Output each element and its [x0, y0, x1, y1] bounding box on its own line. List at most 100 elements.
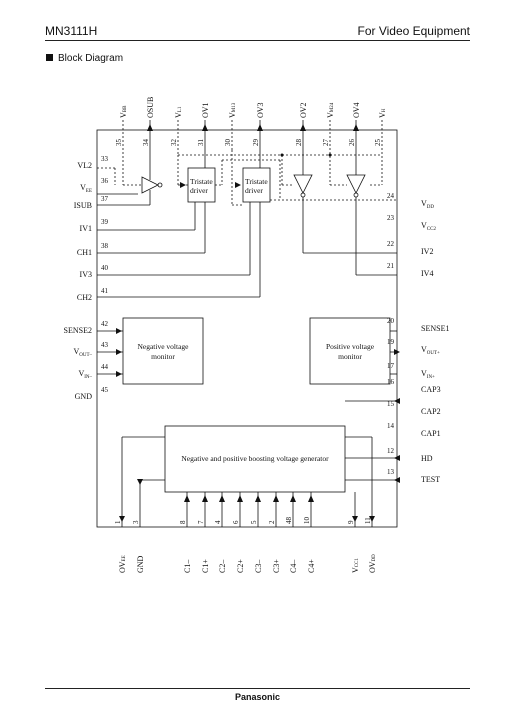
- pin-top-32-label: VL1: [174, 106, 183, 118]
- pin-right-15-label: CAP2: [421, 407, 441, 416]
- section-title: Block Diagram: [58, 53, 124, 64]
- pin-right-23-label: VCC2: [421, 221, 436, 232]
- neg-monitor-line2: monitor: [151, 352, 175, 361]
- pin-left-36-number: 36: [101, 177, 109, 185]
- pin-right-22-number: 22: [387, 240, 395, 248]
- pin-right-21-number: 21: [387, 262, 395, 270]
- document-category: For Video Equipment: [357, 24, 470, 38]
- pin-bottom-7-number: 7: [197, 520, 205, 524]
- pin-bottom-11-number: 11: [364, 517, 372, 524]
- pin-bottom-10-number: 10: [303, 517, 311, 525]
- pin-right-15-number: 15: [387, 400, 395, 408]
- pin-right-21-label: IV4: [421, 269, 433, 278]
- pin-bottom-48-number: 48: [285, 517, 293, 525]
- pin-top-27-label: VM24: [326, 102, 335, 118]
- pin-left-36-label: VEE: [80, 183, 92, 194]
- pin-right-12-label: HD: [421, 454, 433, 463]
- pin-bottom-1-label: OVEE: [118, 555, 127, 573]
- footer-rule: [45, 688, 470, 689]
- pin-top-30-label: VM13: [228, 102, 237, 118]
- pin-top-32-number: 32: [170, 139, 178, 147]
- pin-left-45-number: 45: [101, 386, 109, 394]
- pin-left-37-number: 37: [101, 195, 109, 203]
- pin-right-24-number: 24: [387, 192, 395, 200]
- pin-top-30-number: 30: [224, 139, 232, 147]
- tristate1-line2: driver: [190, 186, 208, 195]
- section-heading: Block Diagram: [46, 53, 123, 64]
- pin-bottom-6-number: 6: [232, 520, 240, 524]
- pin-top-31-label: OV1: [201, 102, 210, 118]
- pin-left-40-label: IV3: [80, 270, 92, 279]
- pin-right-24-label: VDD: [421, 199, 434, 210]
- tristate2-line1: Tristate: [245, 177, 268, 186]
- pin-bottom-10-label: C4+: [307, 559, 316, 573]
- pin-top-28-number: 28: [295, 139, 303, 147]
- pin-top-29-label: OV3: [256, 102, 265, 118]
- neg-monitor-line1: Negative voltage: [137, 342, 189, 351]
- pin-top-26-number: 26: [348, 139, 356, 147]
- pin-right-14-label: CAP1: [421, 429, 441, 438]
- pin-left-37-label: ISUB: [74, 201, 92, 210]
- pin-right-20-number: 20: [387, 317, 395, 325]
- pin-left-42-number: 42: [101, 320, 109, 328]
- pos-monitor-line1: Positive voltage: [326, 342, 375, 351]
- pin-bottom-48-label: C4–: [289, 559, 298, 573]
- generator-label: Negative and positive boosting voltage g…: [181, 454, 329, 463]
- pin-top-35-number: 35: [115, 139, 123, 147]
- pin-bottom-3-label: GND: [136, 555, 145, 573]
- pin-top-34-label: OSUB: [146, 97, 155, 118]
- buffer-vee: [141, 176, 159, 194]
- pin-bottom-6-label: C2+: [236, 559, 245, 573]
- pin-top-25-number: 25: [374, 139, 382, 147]
- footer-brand: Panasonic: [234, 692, 281, 702]
- chip-outline: [96, 129, 398, 528]
- pin-bottom-5-label: C3–: [254, 559, 263, 573]
- pin-left-38-number: 38: [101, 242, 109, 250]
- pin-left-39-label: IV1: [80, 224, 92, 233]
- pin-left-42-label: SENSE2: [64, 326, 92, 335]
- pin-bottom-2-number: 2: [268, 520, 276, 524]
- pin-bottom-2-label: C3+: [272, 559, 281, 573]
- pin-bottom-4-number: 4: [214, 520, 222, 524]
- pin-bottom-8-label: C1–: [183, 559, 192, 573]
- pin-top-28-label: OV2: [299, 102, 308, 118]
- header-rule: [45, 40, 470, 41]
- pin-right-20-label: SENSE1: [421, 324, 449, 333]
- pin-bottom-4-label: C2–: [218, 559, 227, 573]
- pin-left-41-label: CH2: [77, 293, 92, 302]
- pin-left-33-label: VL2: [77, 161, 92, 170]
- pin-bottom-7-label: C1+: [201, 559, 210, 573]
- pin-left-38-label: CH1: [77, 248, 92, 257]
- part-number: MN3111H: [45, 24, 98, 38]
- pin-bottom-5-number: 5: [250, 520, 258, 524]
- positive-monitor-box: [309, 317, 391, 385]
- pin-left-44-number: 44: [101, 363, 109, 371]
- pin-bottom-9-label: VCC1: [351, 558, 360, 573]
- pin-bottom-9-number: 9: [347, 520, 355, 524]
- pin-right-13-label: TEST: [421, 475, 440, 484]
- pin-left-43-number: 43: [101, 341, 109, 349]
- tristate2-line2: driver: [245, 186, 263, 195]
- pin-left-44-label: VIN–: [78, 369, 92, 380]
- pin-bottom-3-number: 3: [132, 520, 140, 524]
- negative-monitor-box: [122, 317, 204, 385]
- pos-monitor-line2: monitor: [338, 352, 362, 361]
- pin-left-41-number: 41: [101, 287, 109, 295]
- pin-right-19-label: VOUT+: [421, 345, 440, 356]
- pin-left-33-number: 33: [101, 155, 109, 163]
- buffer-ov4: [346, 174, 366, 194]
- pin-right-19-number: 19: [387, 338, 395, 346]
- pin-bottom-11-label: OVDD: [368, 554, 377, 573]
- pin-right-14-number: 14: [387, 422, 395, 430]
- pin-top-26-label: OV4: [352, 102, 361, 118]
- pin-top-35-label: VBB: [119, 105, 128, 118]
- pin-top-29-number: 29: [252, 139, 260, 147]
- pin-right-23-number: 23: [387, 214, 395, 222]
- pin-bottom-1-number: 1: [114, 520, 122, 524]
- pin-right-13-number: 13: [387, 468, 395, 476]
- pin-right-22-label: IV2: [421, 247, 433, 256]
- generator-box: [164, 425, 346, 493]
- bullet-square-icon: [46, 54, 53, 61]
- pin-top-27-number: 27: [322, 139, 330, 147]
- pin-right-12-number: 12: [387, 447, 395, 455]
